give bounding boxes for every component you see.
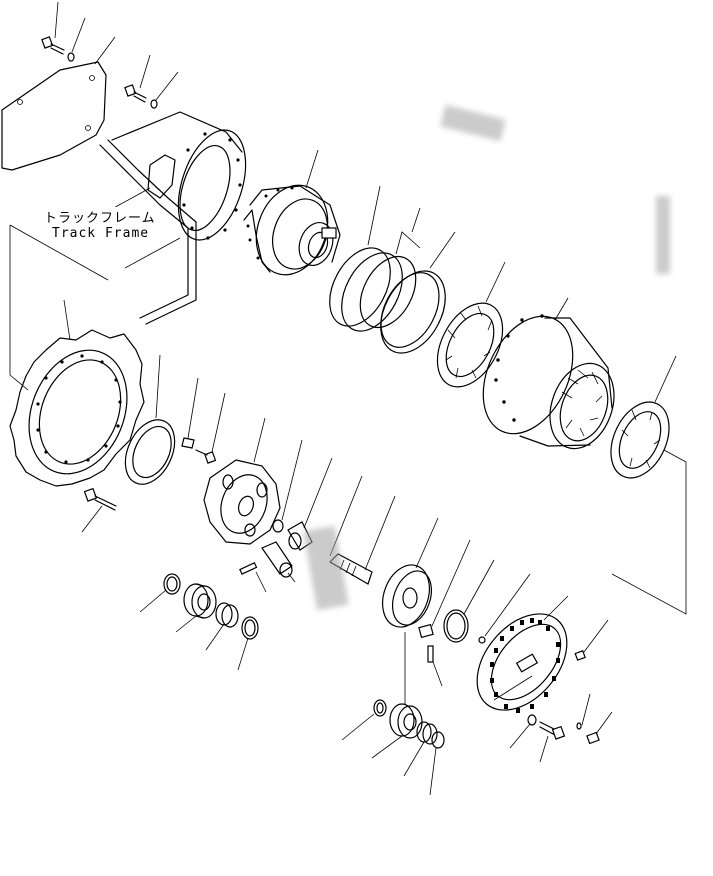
leader <box>211 392 226 453</box>
bearing-upper <box>436 302 504 388</box>
hub-housing <box>482 314 615 450</box>
bolt-top-left <box>41 36 65 55</box>
leader <box>654 355 677 403</box>
bearing-left-lower <box>183 583 217 619</box>
plug-lower <box>586 731 600 745</box>
washer-lower <box>527 714 537 726</box>
leader <box>341 713 375 741</box>
callout-bracket <box>9 225 29 391</box>
leader <box>187 377 199 439</box>
callout-leader <box>109 187 151 211</box>
needle-cage-left <box>215 602 239 628</box>
bolt-lower <box>539 721 566 740</box>
leader <box>539 735 549 763</box>
cover-plate <box>1 61 107 171</box>
leader <box>255 571 267 593</box>
leader <box>364 495 396 571</box>
spacer-block <box>418 623 434 639</box>
leader <box>411 207 421 233</box>
leader <box>543 595 569 621</box>
leader <box>155 71 179 101</box>
leader <box>403 741 425 777</box>
travel-motor <box>243 184 341 276</box>
thrust-washer-left-inner <box>166 576 178 592</box>
leader <box>139 54 151 89</box>
leader <box>155 354 161 419</box>
ring-gear <box>124 419 176 485</box>
planet-carrier <box>203 459 281 545</box>
leader <box>485 261 506 303</box>
callout-leader <box>9 224 109 281</box>
leader <box>281 439 303 521</box>
o-ring-small <box>576 722 582 730</box>
leader <box>509 723 531 749</box>
callout-bracket <box>611 449 687 615</box>
o-ring <box>380 270 446 354</box>
leader <box>63 299 71 341</box>
thrust-washer-lower <box>373 699 387 717</box>
needle-cage-lower <box>416 721 438 745</box>
leader <box>175 615 197 633</box>
leader <box>429 231 456 269</box>
track-frame-label-jp: トラックフレーム <box>44 207 156 226</box>
cover-with-ports <box>476 613 568 713</box>
leader <box>205 623 225 651</box>
floating-seal <box>329 247 417 332</box>
leader <box>463 559 495 615</box>
blurred-watermark <box>656 196 670 274</box>
thrust-washer-small <box>272 519 284 533</box>
leader <box>431 539 471 627</box>
thrust-washer-left <box>163 573 181 595</box>
track-frame <box>99 111 247 325</box>
leader <box>484 573 531 637</box>
plug-right <box>574 650 586 661</box>
spring-pin <box>239 562 258 575</box>
leader <box>81 505 103 533</box>
planet-shaft <box>261 541 293 578</box>
leader <box>395 231 421 255</box>
leader <box>54 1 59 39</box>
sprocket <box>9 329 145 487</box>
sprocket-bolt <box>83 487 117 511</box>
track-frame-label-en: Track Frame <box>52 226 150 241</box>
planet-gear-lower <box>382 564 433 628</box>
leader <box>415 517 439 569</box>
leader <box>305 149 319 189</box>
leader <box>139 589 167 613</box>
leader <box>287 572 296 583</box>
leader <box>429 747 437 796</box>
leader <box>595 711 613 735</box>
leader <box>581 693 591 726</box>
washer-lower-middle <box>431 731 445 749</box>
leader <box>371 735 403 759</box>
bolt-ring-gear <box>195 449 217 464</box>
bolt-upper-middle <box>124 84 147 103</box>
leader <box>554 297 569 321</box>
leader <box>237 637 249 671</box>
steel-ball <box>478 636 486 644</box>
washer-upper-middle <box>150 99 158 109</box>
leader <box>253 417 266 463</box>
dowel-pin <box>427 645 434 663</box>
leader <box>71 17 86 53</box>
thrust-washer <box>443 609 469 643</box>
bearing-right <box>610 401 670 479</box>
lock-plate <box>181 437 195 449</box>
washer-left-inner <box>244 619 256 637</box>
washer-left <box>241 616 259 640</box>
leader <box>367 185 381 246</box>
leader <box>303 457 333 529</box>
leader <box>432 661 443 687</box>
leader <box>94 36 116 65</box>
callout-leader <box>124 237 181 269</box>
thrust-washer-lower-inner <box>376 702 384 714</box>
washer-top-left <box>67 52 75 62</box>
leader <box>583 619 609 653</box>
